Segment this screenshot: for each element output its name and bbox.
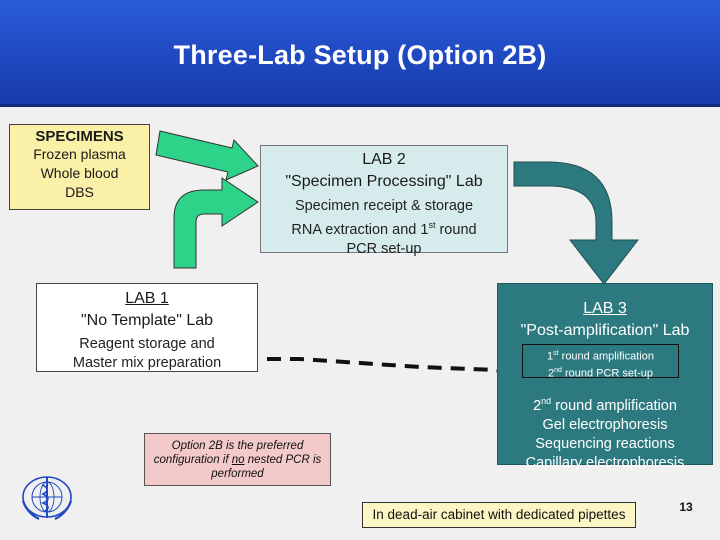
lab2-line: Specimen receipt & storage [294, 198, 474, 214]
option-note: Option 2B is the preferred configuration… [144, 433, 331, 486]
slide-title: Three-Lab Setup (Option 2B) [173, 40, 547, 70]
cabinet-label: In dead-air cabinet with dedicated pipet… [362, 502, 636, 528]
lab2-line: RNA extraction and 1st round [291, 220, 477, 238]
lab3-line: 2nd round amplification [533, 396, 677, 414]
specimen-item: Frozen plasma [33, 146, 126, 162]
title-bar-rule [0, 104, 720, 107]
lab1-to-lab2-curved-arrow [173, 177, 259, 269]
lab2-subtitle: "Specimen Processing" Lab [285, 173, 483, 190]
specimens-heading: SPECIMENS [35, 128, 124, 145]
lab1-subtitle: "No Template" Lab [80, 312, 214, 329]
lab3-cabinet-line: 1st round amplification [547, 350, 654, 363]
specimen-item: DBS [65, 184, 94, 200]
title-bar [0, 0, 720, 104]
lab1-line: Master mix preparation [72, 355, 222, 371]
lab3-line: Capillary electrophoresis [525, 454, 685, 471]
lab2-box: LAB 2 "Specimen Processing" Lab Specimen… [260, 145, 508, 257]
who-emblem-icon [21, 476, 73, 520]
lab3-cabinet-box: 1st round amplification 2nd round PCR se… [522, 344, 679, 380]
page-number: 13 [679, 500, 693, 514]
lab3-line: Gel electrophoresis [542, 416, 668, 433]
lab2-to-lab3-curved-arrow [513, 161, 640, 285]
lab3-subtitle: "Post-amplification" Lab [520, 322, 690, 339]
specimens-box: SPECIMENS Frozen plasma Whole blood DBS [9, 124, 150, 210]
lab2-name: LAB 2 [362, 151, 406, 168]
lab3-cabinet-line: 2nd round PCR set-up [547, 366, 654, 380]
lab3-line: Sequencing reactions [535, 435, 675, 452]
lab1-name: LAB 1 [125, 290, 169, 307]
lab1-line: Reagent storage and [79, 336, 215, 352]
specimens-to-lab2-arrow [155, 130, 259, 181]
lab2-line: PCR set-up [346, 240, 422, 257]
specimen-item: Whole blood [40, 165, 119, 181]
lab1-box: LAB 1 "No Template" Lab Reagent storage … [36, 283, 258, 372]
lab1-to-lab3-dashed-line [244, 357, 511, 375]
lab3-name: LAB 3 [583, 300, 627, 317]
